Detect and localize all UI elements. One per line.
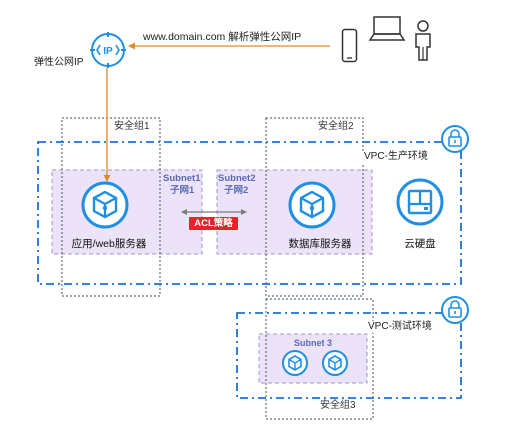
vpc-prod-boundary bbox=[37, 141, 462, 285]
eip-label: 弹性公网IP bbox=[34, 57, 84, 68]
security-group3-box bbox=[265, 298, 374, 420]
vpc-test-boundary bbox=[236, 312, 462, 399]
vpc-test-lock-icon bbox=[441, 296, 469, 324]
acl-arrow-left-head bbox=[181, 209, 187, 215]
db-server-label: 数据库服务器 bbox=[288, 238, 352, 250]
phone-icon bbox=[341, 28, 358, 63]
web-server-label: 应用/web服务器 bbox=[71, 238, 147, 250]
subnet3-label: Subnet 3 bbox=[294, 338, 333, 348]
cloud-disk-icon bbox=[396, 178, 444, 226]
acl-arrow-right-head bbox=[241, 209, 247, 215]
test-server-1-icon bbox=[282, 350, 308, 376]
dns-arrow-head bbox=[128, 42, 135, 50]
security-group1-label: 安全组1 bbox=[112, 121, 152, 133]
db-server-icon bbox=[288, 181, 336, 229]
acl-label: ACL策略 bbox=[194, 218, 233, 229]
cloud-disk-label: 云硬盘 bbox=[404, 238, 436, 250]
security-group1-box bbox=[61, 117, 161, 297]
subnet1-label-en: Subnet1 bbox=[163, 173, 201, 184]
eip-arrow-head bbox=[103, 175, 111, 182]
dns-label: www.domain.com 解析弹性公网IP bbox=[143, 31, 302, 43]
laptop-icon bbox=[368, 16, 406, 41]
vpc-test-label: VPC-测试环境 bbox=[366, 321, 434, 333]
user-icon bbox=[415, 20, 431, 61]
vpc-prod-label: VPC-生产环境 bbox=[362, 151, 430, 163]
security-group3-label: 安全组3 bbox=[318, 400, 358, 412]
subnet2-label-cn: 子网2 bbox=[224, 185, 249, 196]
eip-icon: IP bbox=[90, 32, 126, 68]
acl-badge bbox=[189, 217, 238, 230]
security-group2-label: 安全组2 bbox=[316, 121, 356, 133]
subnet1-label-cn: 子网1 bbox=[170, 185, 195, 196]
test-server-2-icon bbox=[322, 350, 348, 376]
subnet2-label-en: Subnet2 bbox=[218, 173, 256, 184]
eip-icon-text: IP bbox=[103, 46, 113, 57]
web-server-icon bbox=[81, 181, 129, 229]
security-group2-box bbox=[265, 117, 364, 297]
vpc-prod-lock-icon bbox=[441, 125, 469, 153]
subnet3-box bbox=[258, 333, 368, 384]
